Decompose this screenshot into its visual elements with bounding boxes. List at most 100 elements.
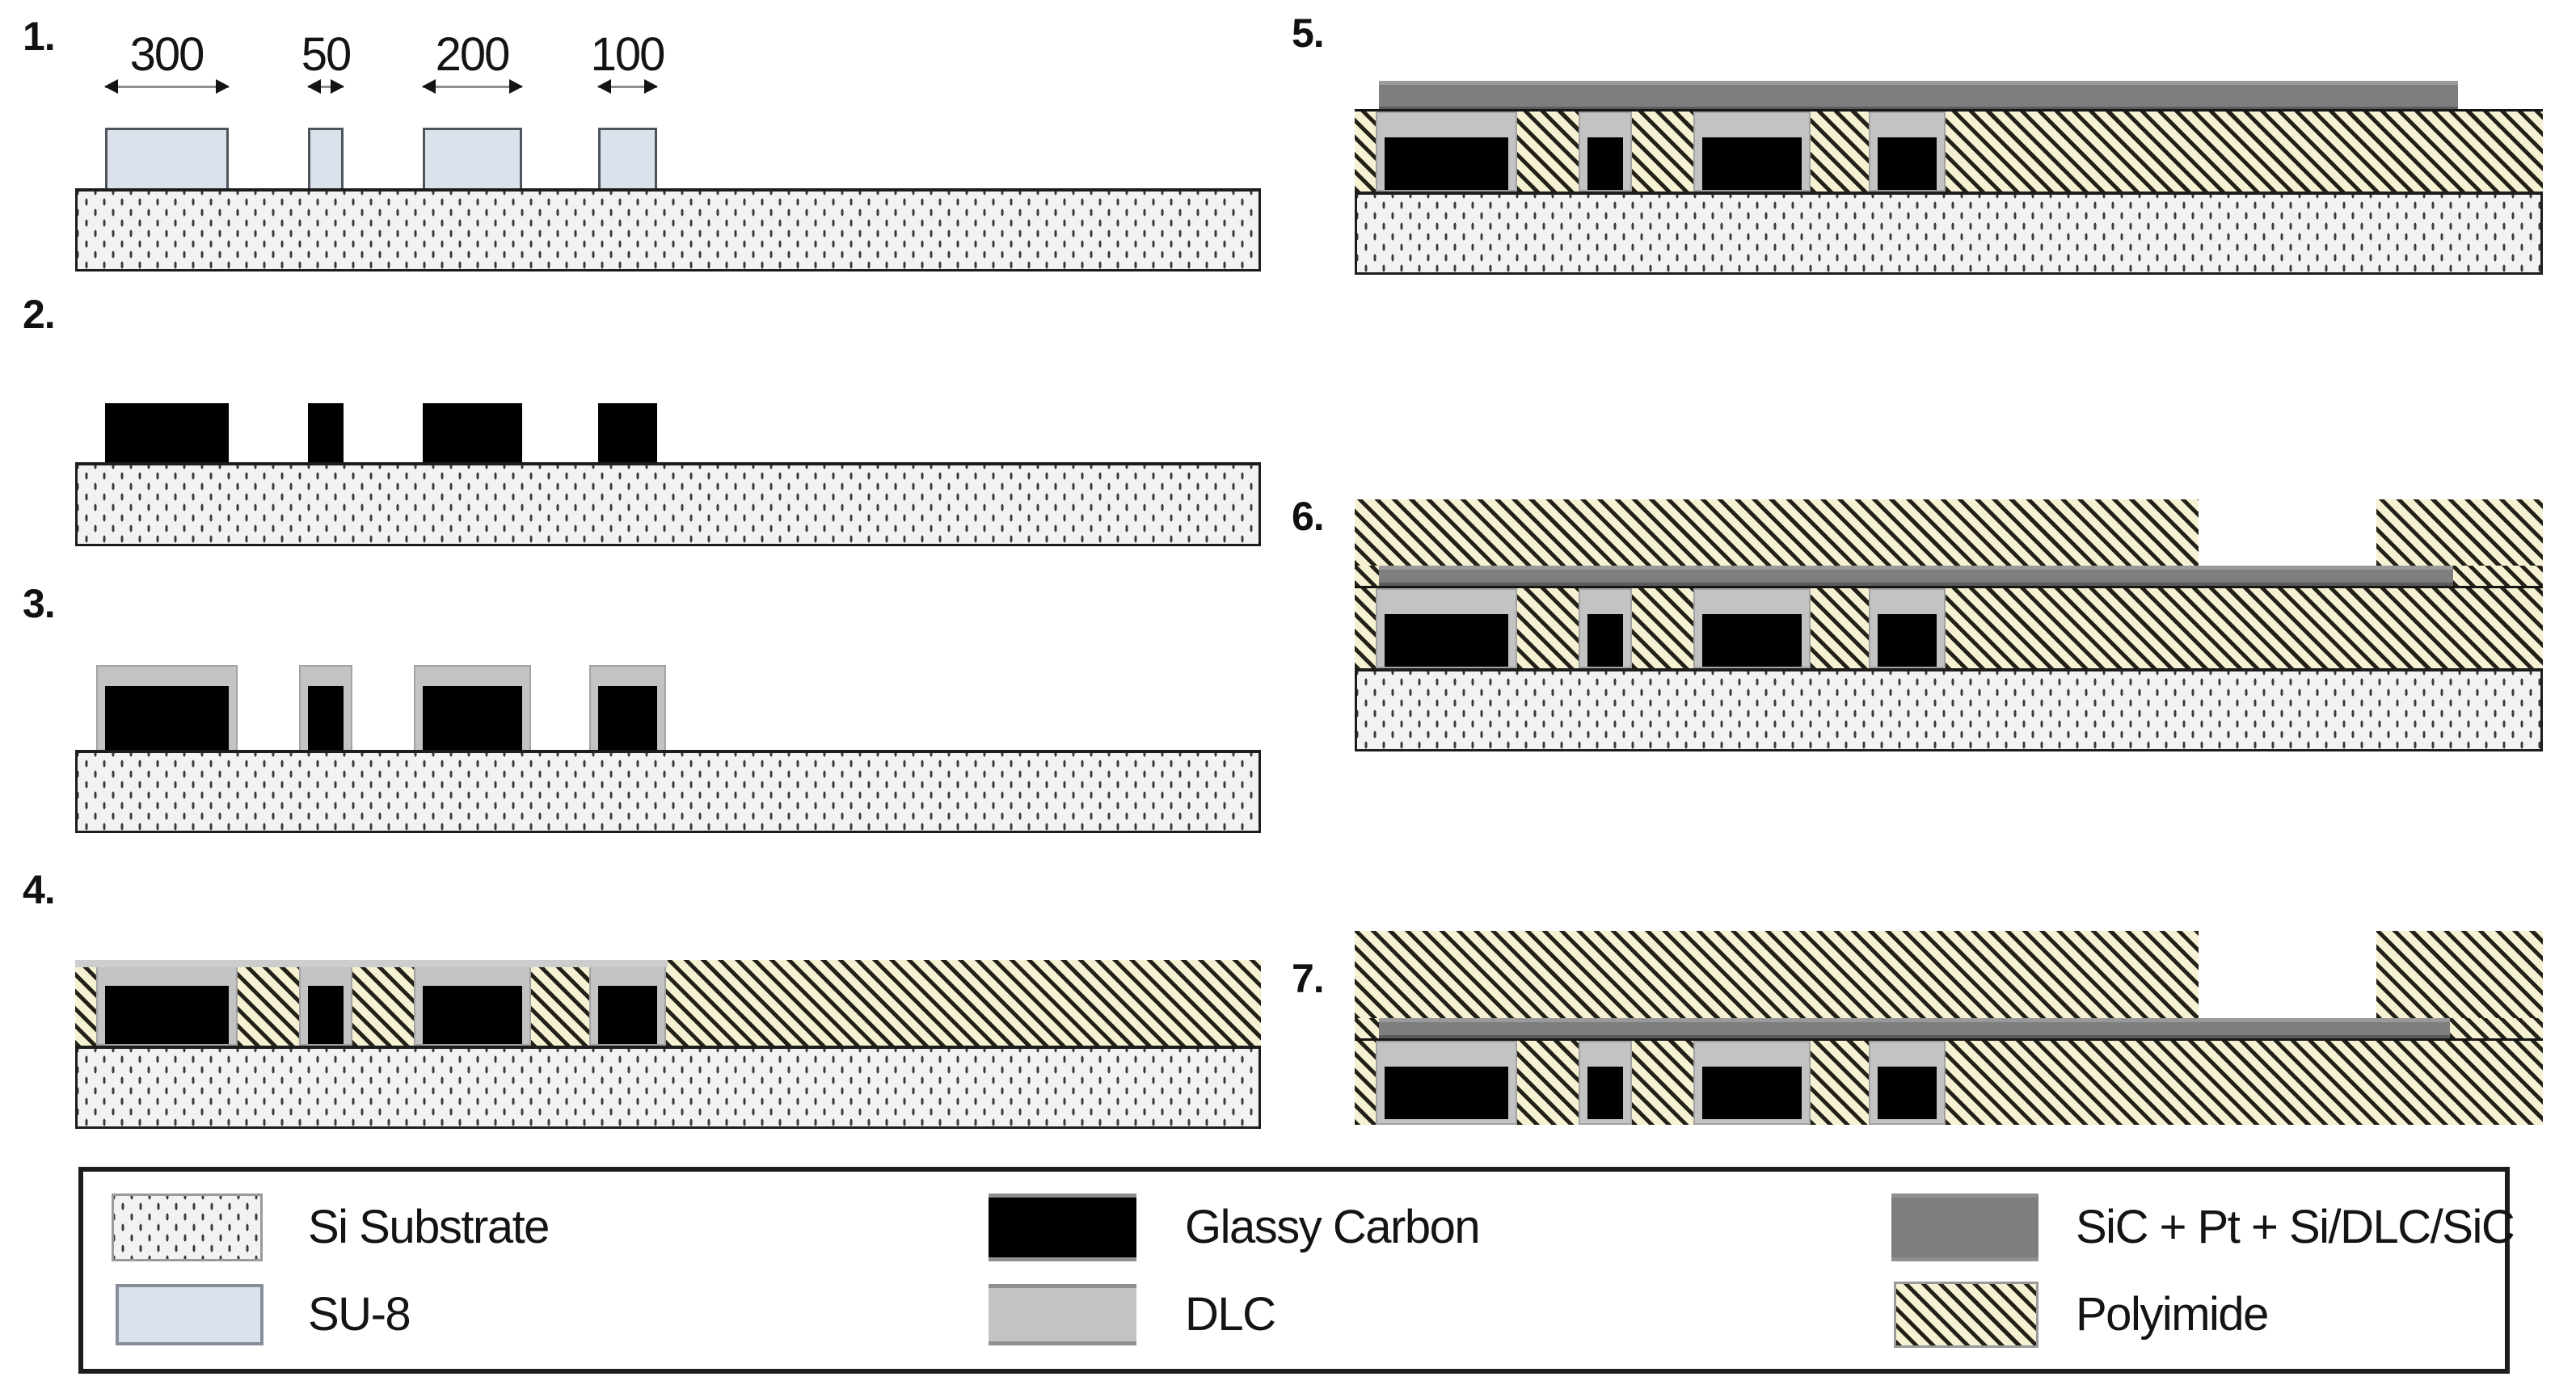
dlc-cap	[1376, 112, 1517, 192]
glassy-carbon-block	[1385, 614, 1508, 667]
polyimide-fill	[1811, 112, 1869, 192]
device-layer	[1355, 586, 2543, 668]
glassy-carbon-block	[1587, 137, 1623, 190]
polyimide-fill	[1811, 588, 1869, 668]
si-substrate	[75, 750, 1261, 833]
polyimide-region	[1946, 588, 2543, 668]
polyimide-fill	[1355, 112, 1376, 192]
si-substrate	[75, 188, 1261, 272]
glassy-carbon-block	[308, 986, 344, 1044]
dimension-100: 100	[590, 28, 666, 81]
dlc-cap	[589, 960, 666, 1046]
dlc-cap	[1579, 112, 1632, 192]
arrowhead-right-icon	[644, 79, 658, 94]
step-2-label: 2.	[23, 292, 56, 337]
polyimide-fill	[1517, 1041, 1579, 1125]
arrowhead-left-icon	[307, 79, 321, 94]
glassy-carbon-block	[308, 686, 344, 750]
dlc-cap	[1869, 1041, 1946, 1125]
legend-swatch-sic-stack	[1891, 1193, 2038, 1261]
arrowhead-right-icon	[331, 79, 344, 94]
dlc-cap	[1376, 1041, 1517, 1125]
polyimide-top-layer-right	[2376, 499, 2543, 566]
polyimide-fill	[1632, 1041, 1693, 1125]
legend-label-dlc: DLC	[1185, 1288, 1276, 1341]
dimension-arrow	[307, 79, 344, 94]
glassy-carbon-block	[308, 403, 344, 465]
glassy-carbon-block	[1878, 614, 1937, 667]
polyimide-top-layer-right	[2376, 931, 2543, 1018]
legend: Si Substrate SU-8 Glassy Carbon DLC SiC …	[78, 1167, 2515, 1374]
polyimide-fill	[352, 960, 414, 1046]
step-4-label: 4.	[23, 867, 56, 912]
si-substrate	[1355, 668, 2543, 751]
polyimide-fill	[1355, 1041, 1376, 1125]
dlc-cap	[414, 960, 531, 1046]
glassy-carbon-block	[1702, 1067, 1802, 1119]
dlc-cap	[299, 665, 352, 751]
dimension-200: 200	[435, 28, 511, 81]
polyimide-fill	[1517, 112, 1579, 192]
polyimide-top-layer	[1355, 499, 2199, 566]
legend-label-su8: SU-8	[308, 1288, 411, 1341]
dlc-cap	[299, 960, 352, 1046]
step-7-label: 7.	[1292, 956, 1325, 1001]
legend-swatch-polyimide	[1894, 1282, 2038, 1348]
polyimide-fill	[1355, 1018, 1379, 1038]
polyimide-fill	[1632, 112, 1693, 192]
glassy-carbon-block	[1385, 1067, 1508, 1119]
released-device-layer	[1355, 1038, 2543, 1125]
dlc-cap	[1579, 1041, 1632, 1125]
glassy-carbon-block	[1878, 137, 1937, 190]
dlc-cap	[1693, 1041, 1811, 1125]
legend-label-polyimide: Polyimide	[2076, 1288, 2269, 1341]
glassy-carbon-block	[1587, 614, 1623, 667]
arrowhead-right-icon	[509, 79, 523, 94]
step-1-label: 1.	[23, 14, 56, 59]
glassy-carbon-block	[423, 986, 522, 1044]
dimension-arrow	[597, 79, 658, 94]
glassy-carbon-block	[105, 986, 229, 1044]
polyimide-region	[666, 960, 1261, 1046]
legend-swatch-su8	[116, 1284, 264, 1345]
glassy-carbon-block	[598, 986, 657, 1044]
polyimide-fill	[2453, 566, 2543, 586]
glassy-carbon-block	[423, 686, 522, 750]
dlc-cap	[1376, 588, 1517, 668]
dlc-cap	[1579, 588, 1632, 668]
su8-block	[105, 128, 229, 191]
legend-swatch-glassy-carbon	[989, 1193, 1136, 1261]
glassy-carbon-block	[423, 403, 522, 465]
step-5-label: 5.	[1292, 11, 1325, 56]
dlc-cap	[96, 665, 238, 751]
polyimide-fill	[1811, 1041, 1869, 1125]
glassy-carbon-block	[1878, 1067, 1937, 1119]
dlc-cap	[1693, 588, 1811, 668]
dlc-cap	[1693, 112, 1811, 192]
device-layer	[75, 960, 1261, 1046]
legend-label-sic-stack: SiC + Pt + Si/DLC/SiC	[2076, 1201, 2515, 1253]
dlc-top-layer	[75, 960, 668, 967]
polyimide-region	[1946, 1041, 2543, 1125]
polyimide-fill	[75, 960, 96, 1046]
polyimide-fill	[238, 960, 299, 1046]
step-6-label: 6.	[1292, 494, 1325, 539]
polyimide-fill	[531, 960, 589, 1046]
arrowhead-right-icon	[216, 79, 230, 94]
glassy-carbon-block	[598, 403, 657, 465]
arrowhead-left-icon	[104, 79, 118, 94]
dlc-cap	[1869, 588, 1946, 668]
polyimide-fill	[1517, 588, 1579, 668]
legend-label-si-substrate: Si Substrate	[308, 1201, 550, 1253]
si-substrate	[75, 462, 1261, 546]
si-substrate	[75, 1046, 1261, 1129]
polyimide-region	[1946, 112, 2543, 192]
polyimide-fill	[1632, 588, 1693, 668]
legend-swatch-si-substrate	[112, 1193, 263, 1261]
step-3-label: 3.	[23, 581, 56, 626]
dimension-arrow	[422, 79, 523, 94]
glassy-carbon-block	[1702, 614, 1802, 667]
polyimide-fill	[1355, 588, 1376, 668]
legend-label-glassy-carbon: Glassy Carbon	[1185, 1201, 1481, 1253]
